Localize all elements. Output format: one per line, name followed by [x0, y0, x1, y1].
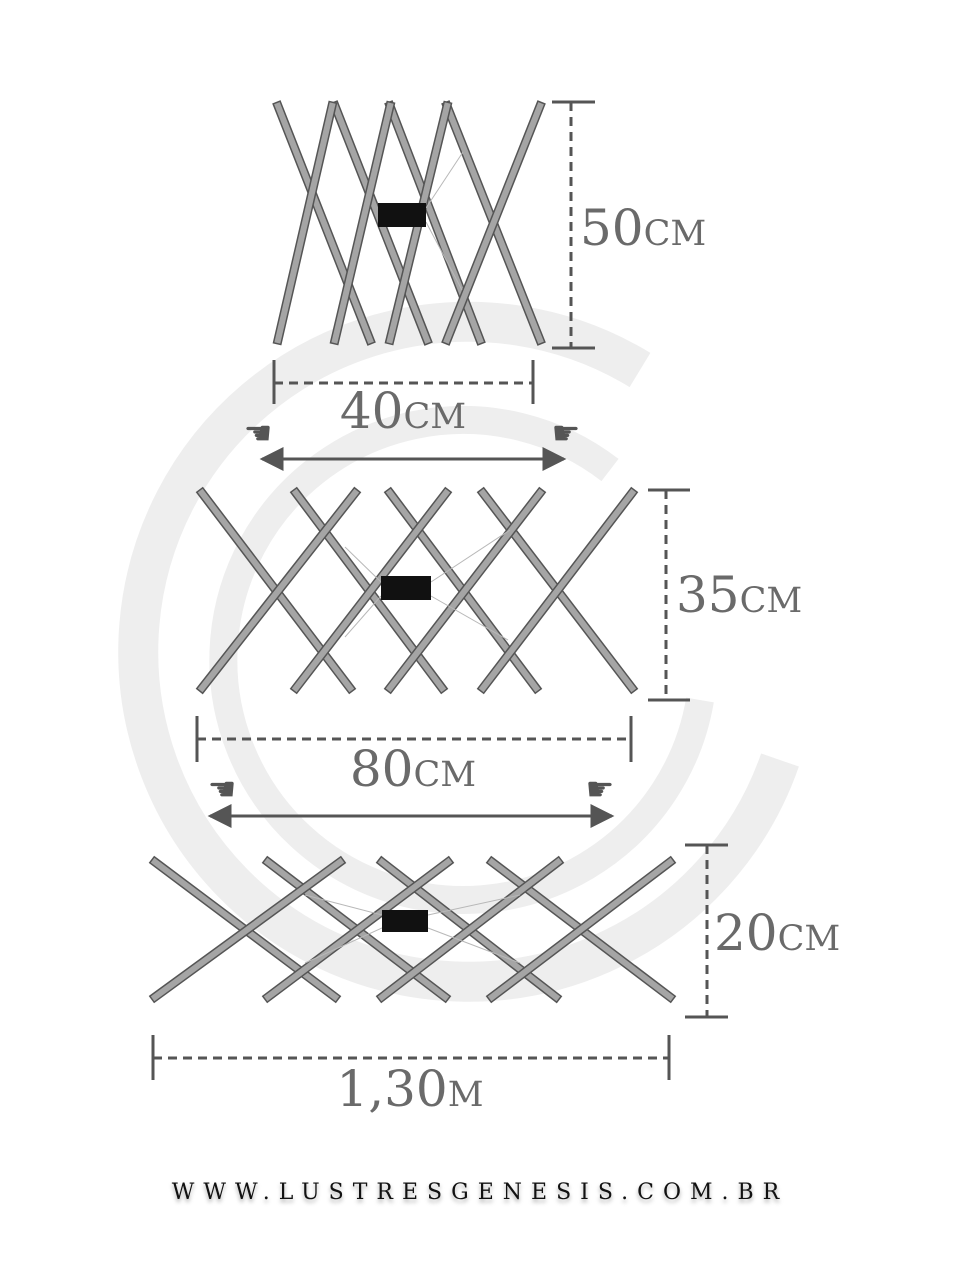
lattice-bar-face [291, 488, 451, 693]
height-dimension-compact [552, 100, 595, 350]
support-wire [344, 546, 382, 583]
lattice-bar-face [478, 488, 637, 693]
support-wire [430, 595, 509, 641]
lattice-bar-face [197, 488, 360, 693]
height-label-extended: 20cm [714, 904, 840, 962]
support-wire [425, 151, 464, 209]
support-wire [344, 595, 382, 638]
lattice-medium [195, 486, 639, 695]
support-wire [304, 927, 383, 964]
support-wire [430, 529, 511, 583]
mounting-plate [378, 203, 426, 227]
height-dimension-extended [685, 843, 728, 1019]
width-label-extended: 1,30m [336, 1060, 483, 1118]
width-dimension-medium [195, 716, 633, 762]
height-dimension-medium [648, 488, 690, 702]
height-label-medium: 35cm [676, 566, 802, 624]
lattice-bar-face [385, 488, 545, 693]
pointing-hand-icon: ☛ [552, 415, 581, 451]
width-dimension-extended [151, 1035, 671, 1080]
mounting-plate [382, 910, 428, 932]
pointing-hand-icon: ☛ [586, 771, 615, 807]
support-wire [427, 927, 521, 964]
support-wire [425, 221, 463, 291]
support-wire [427, 894, 521, 916]
website-url: WWW.LUSTRESGENESIS.COM.BR [171, 1180, 789, 1205]
lattice-compact [272, 100, 546, 346]
mounting-plate [381, 576, 431, 600]
width-label-compact: 40cm [340, 382, 466, 440]
lattice-bar-face [377, 857, 563, 1002]
pointing-hand-icon: ☛ [244, 415, 273, 451]
lattice-bar-face [274, 102, 336, 344]
lattice-bar-face [443, 102, 544, 344]
pointing-hand-icon: ☛ [208, 771, 237, 807]
support-wire [304, 894, 383, 916]
lattice-bar-face [263, 857, 453, 1002]
height-label-compact: 50cm [580, 199, 706, 257]
lattice-bar-face [487, 857, 675, 1002]
lattice-extended [148, 855, 677, 1004]
width-label-medium: 80cm [350, 740, 476, 798]
lattice-bar-face [150, 857, 345, 1002]
lattice-bar-face [331, 102, 394, 344]
width-dimension-compact [272, 360, 535, 404]
lattice-bar-face [274, 102, 374, 344]
